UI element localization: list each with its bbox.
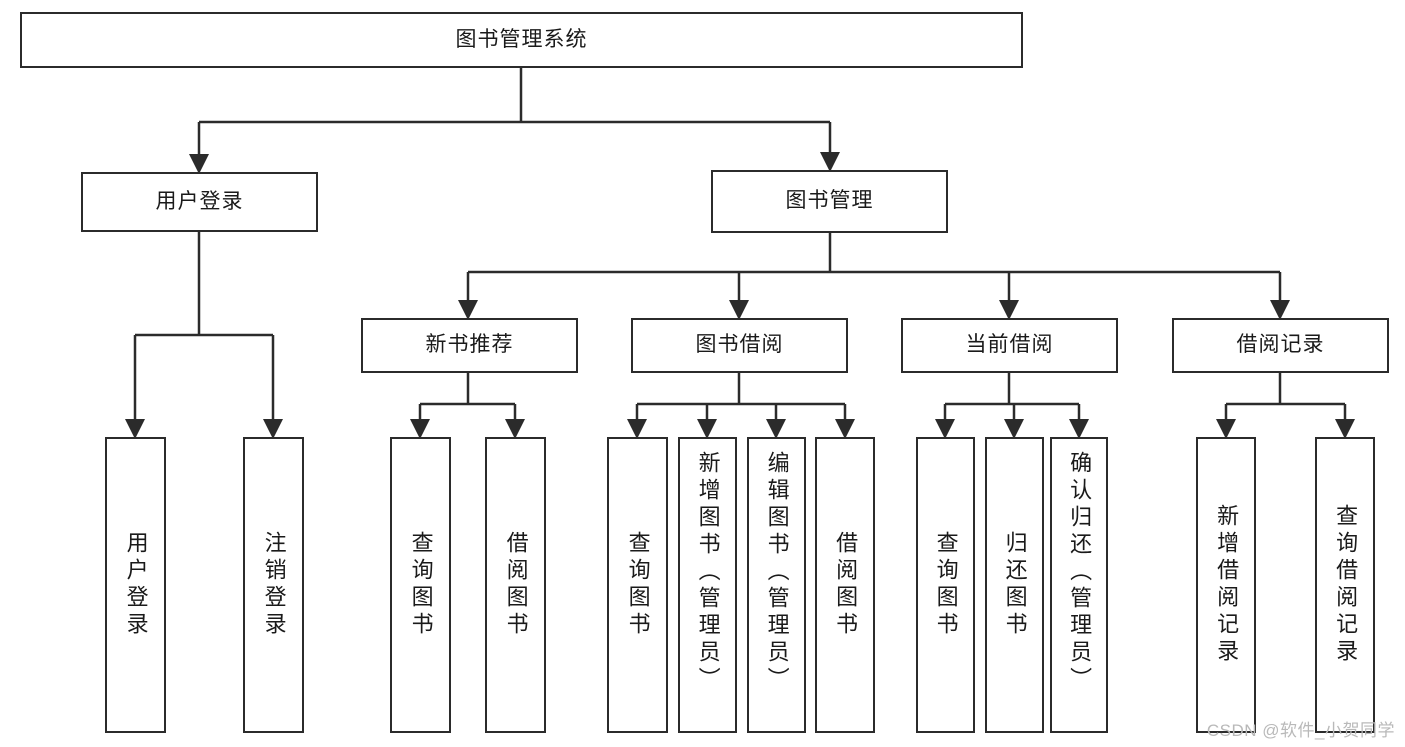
node-new-book-recommend-label: 新书推荐	[425, 333, 514, 357]
node-book-management[interactable]: 图书管理	[711, 170, 948, 233]
node-book-borrow[interactable]: 图书借阅	[631, 318, 848, 373]
leaf-book-borrow-edit-label: 编辑图书（管理员）	[764, 451, 790, 694]
leaf-new-book-borrow-label: 借阅图书	[503, 531, 529, 639]
leaf-current-borrow-confirm-label: 确认归还（管理员）	[1067, 451, 1093, 694]
leaf-borrow-record-query-label: 查询借阅记录	[1333, 504, 1359, 666]
leaf-current-borrow-return-label: 归还图书	[1002, 531, 1028, 639]
leaf-book-borrow-edit[interactable]: 编辑图书（管理员）	[747, 437, 806, 733]
leaf-current-borrow-return[interactable]: 归还图书	[985, 437, 1044, 733]
node-current-borrow[interactable]: 当前借阅	[901, 318, 1118, 373]
leaf-new-book-query[interactable]: 查询图书	[390, 437, 451, 733]
leaf-user-login-signin[interactable]: 用户登录	[105, 437, 166, 733]
node-new-book-recommend[interactable]: 新书推荐	[361, 318, 578, 373]
node-user-login-label: 用户登录	[155, 189, 244, 213]
node-root-label: 图书管理系统	[455, 27, 588, 51]
leaf-book-borrow-borrow-label: 借阅图书	[833, 531, 859, 639]
leaf-user-login-signin-label: 用户登录	[123, 531, 149, 639]
leaf-current-borrow-query[interactable]: 查询图书	[916, 437, 975, 733]
leaf-book-borrow-borrow[interactable]: 借阅图书	[815, 437, 875, 733]
leaf-book-borrow-add[interactable]: 新增图书（管理员）	[678, 437, 737, 733]
node-book-management-label: 图书管理	[785, 189, 874, 213]
node-current-borrow-label: 当前借阅	[965, 333, 1054, 357]
leaf-borrow-record-query[interactable]: 查询借阅记录	[1315, 437, 1375, 733]
leaf-new-book-borrow[interactable]: 借阅图书	[485, 437, 546, 733]
leaf-current-borrow-confirm[interactable]: 确认归还（管理员）	[1050, 437, 1108, 733]
leaf-borrow-record-add[interactable]: 新增借阅记录	[1196, 437, 1256, 733]
leaf-user-login-signout-label: 注销登录	[261, 531, 287, 639]
node-borrow-record-label: 借阅记录	[1236, 333, 1325, 357]
leaf-book-borrow-query-label: 查询图书	[625, 531, 651, 639]
node-borrow-record[interactable]: 借阅记录	[1172, 318, 1389, 373]
leaf-book-borrow-add-label: 新增图书（管理员）	[695, 451, 721, 694]
leaf-book-borrow-query[interactable]: 查询图书	[607, 437, 668, 733]
leaf-user-login-signout[interactable]: 注销登录	[243, 437, 304, 733]
node-user-login[interactable]: 用户登录	[81, 172, 318, 232]
leaf-new-book-query-label: 查询图书	[408, 531, 434, 639]
node-root[interactable]: 图书管理系统	[20, 12, 1023, 68]
leaf-current-borrow-query-label: 查询图书	[933, 531, 959, 639]
node-book-borrow-label: 图书借阅	[695, 333, 784, 357]
leaf-borrow-record-add-label: 新增借阅记录	[1214, 504, 1240, 666]
